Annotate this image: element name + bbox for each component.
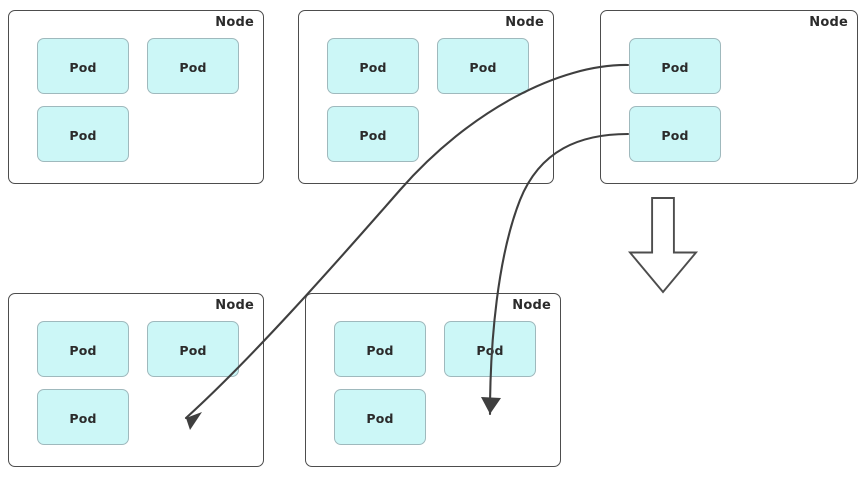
pod-label: Pod	[69, 410, 97, 426]
pod-box: Pod	[327, 38, 419, 94]
pod-label: Pod	[179, 342, 207, 358]
pod-label: Pod	[179, 59, 207, 75]
pod-box: Pod	[37, 321, 129, 377]
node-label: Node	[215, 15, 254, 30]
pod-label: Pod	[359, 59, 387, 75]
node-label: Node	[505, 15, 544, 30]
pod-box: Pod	[147, 321, 239, 377]
pod-box: Pod	[37, 38, 129, 94]
pod-label: Pod	[359, 127, 387, 143]
node-label: Node	[809, 15, 848, 30]
pod-box: Pod	[37, 106, 129, 162]
node-label: Node	[512, 298, 551, 313]
pod-box: Pod	[147, 38, 239, 94]
pod-label: Pod	[661, 127, 689, 143]
down-block-arrow-shape	[627, 197, 699, 294]
pod-box: Pod	[629, 38, 721, 94]
pod-label: Pod	[469, 59, 497, 75]
pod-label: Pod	[476, 342, 504, 358]
node-label: Node	[215, 298, 254, 313]
pod-box: Pod	[334, 389, 426, 445]
pod-label: Pod	[366, 410, 394, 426]
pod-box: Pod	[327, 106, 419, 162]
pod-label: Pod	[69, 127, 97, 143]
pod-box: Pod	[437, 38, 529, 94]
pod-box: Pod	[629, 106, 721, 162]
pod-box: Pod	[334, 321, 426, 377]
down-block-arrow	[627, 197, 699, 294]
pod-label: Pod	[661, 59, 689, 75]
pod-label: Pod	[69, 59, 97, 75]
pod-label: Pod	[366, 342, 394, 358]
pod-label: Pod	[69, 342, 97, 358]
pod-box: Pod	[444, 321, 536, 377]
pod-box: Pod	[37, 389, 129, 445]
